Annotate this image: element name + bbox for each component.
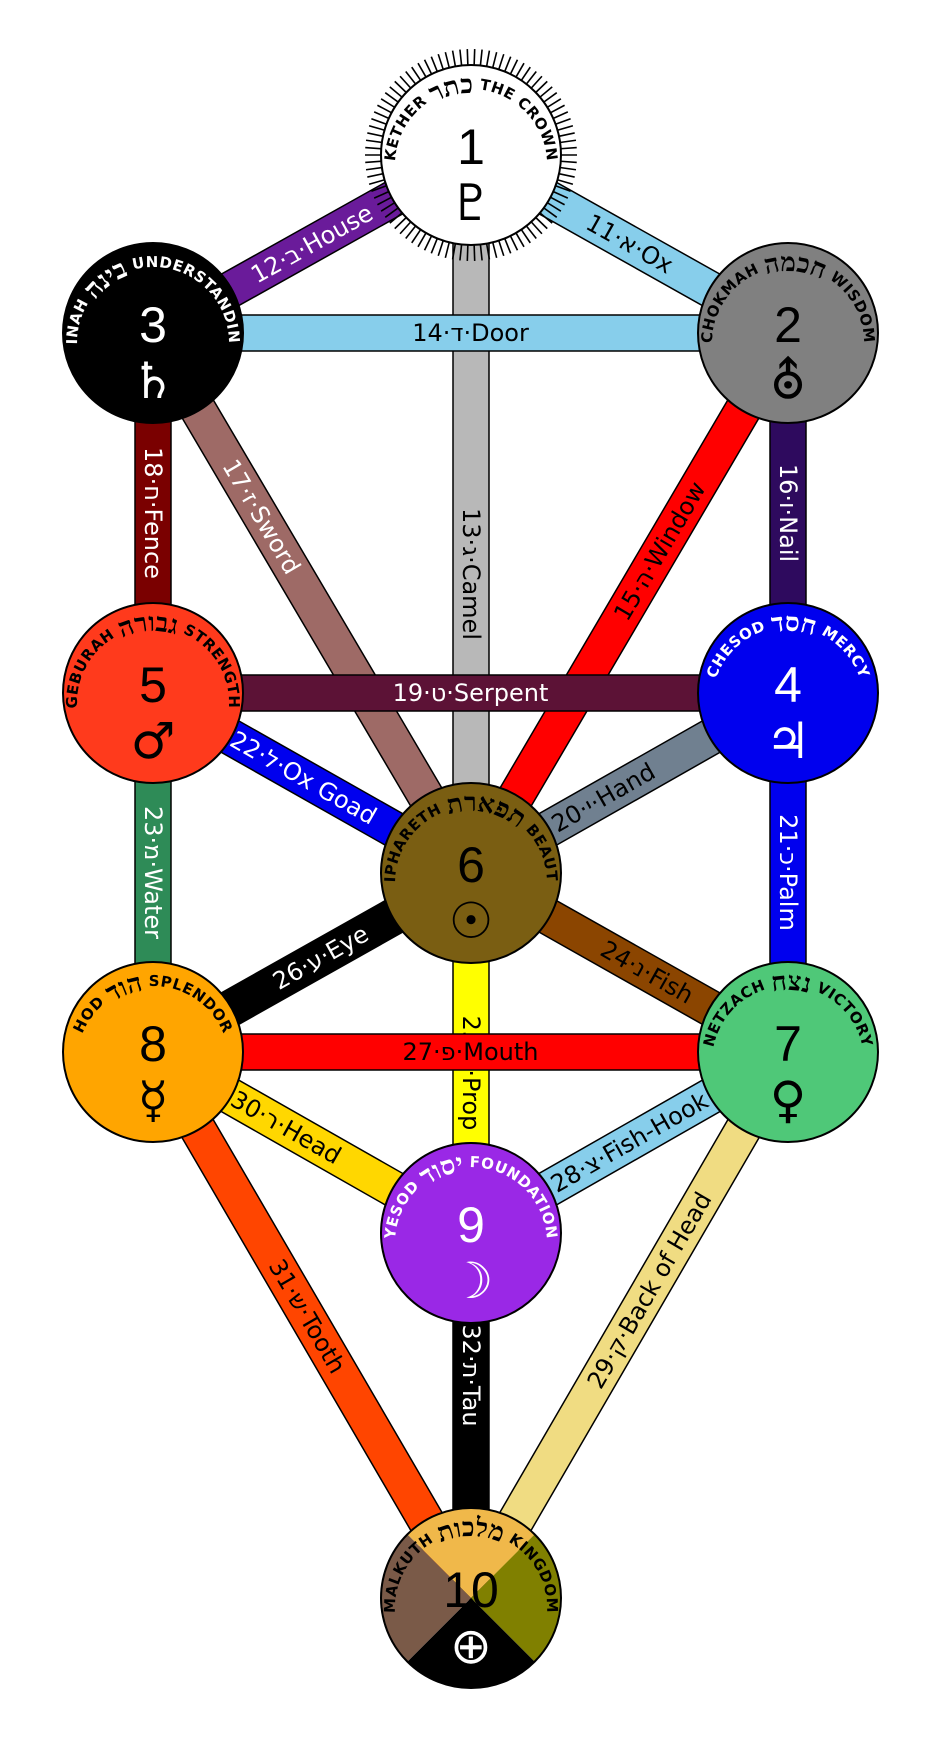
sephirah-name: BINAH [0, 0, 95, 345]
path-label: 32·ת·Tau [457, 1324, 485, 1426]
path-label: 18·ח·Fence [139, 447, 167, 579]
path-band [152, 674, 789, 712]
sephirah-number: 2 [774, 297, 802, 353]
planet-symbol-icon: ⊕ [450, 1617, 492, 1675]
path-27: 27·פ·Mouth [152, 1033, 789, 1071]
crown-rays [365, 49, 577, 261]
sephirah-disc [697, 242, 879, 424]
planet-symbol-icon: ♀ [770, 1071, 807, 1129]
sephirah-number: 8 [139, 1016, 167, 1072]
path-label: 15·ה·Window [608, 477, 711, 626]
sephirah-number: 7 [774, 1016, 802, 1072]
path-label: 31·ש·Tooth [263, 1254, 351, 1378]
sephirah-disc [380, 782, 562, 964]
sephirah-number: 4 [774, 657, 802, 713]
sephirah-disc [62, 242, 244, 424]
path-13: 13·ג·Camel [452, 154, 490, 874]
planet-symbol-icon: ⛢ [770, 352, 807, 410]
sephirah-number: 1 [457, 119, 485, 175]
path-label: 21·כ·Palm [774, 814, 802, 931]
sephirah-disc [380, 64, 562, 246]
sephirah-number: 3 [139, 297, 167, 353]
planet-symbol-icon: ♃ [766, 712, 811, 770]
sephirah-disc [62, 961, 244, 1143]
path-label: 25·ס·Prop [457, 1016, 485, 1131]
planet-symbol-icon: ♇ [449, 174, 494, 232]
sephirah-disc [380, 1142, 562, 1324]
path-label: 30·ר·Head [226, 1085, 346, 1170]
planet-symbol-icon: ♄ [131, 352, 176, 410]
path-label: 27·פ·Mouth [402, 1038, 538, 1066]
sephirah-number: 5 [139, 657, 167, 713]
path-label: 28·צ·Fish-Hook [546, 1087, 713, 1199]
sephirah-disc [62, 602, 244, 784]
path-label: 16·ו·Nail [774, 464, 802, 562]
sephirah-disc [697, 602, 879, 784]
path-19: 19·ט·Serpent [152, 674, 789, 712]
sephirah-3: BINAH בינה UNDERSTANDING3♄ [0, 0, 244, 424]
path-label: 23·מ·Water [139, 806, 167, 939]
planet-symbol-icon: ☉ [449, 892, 494, 950]
planet-symbol-icon: ♂ [131, 712, 176, 770]
planet-symbol-icon: ☽ [449, 1252, 494, 1310]
sephirah-hebrew: מלכות [433, 1513, 509, 1549]
path-label: 17·ז·Sword [217, 454, 306, 579]
path-label: 13·ג·Camel [457, 508, 485, 640]
sephirah-number: 6 [457, 837, 485, 893]
path-label: 14·ד·Door [412, 319, 529, 347]
path-label: 22·ל·Ox Goad [225, 726, 381, 831]
path-label: 29·ק·Back of Head [582, 1187, 718, 1393]
sephirah-hebrew: נצח [770, 967, 815, 1000]
path-label: 20·י·Hand [547, 757, 660, 838]
sephirah-hebrew: חסד [770, 608, 821, 643]
path-band [152, 1033, 789, 1071]
sephirah-number: 9 [457, 1197, 485, 1253]
path-32: 32·ת·Tau [452, 1232, 490, 1599]
sephirah-disc [697, 961, 879, 1143]
path-label: 12·ב·House [246, 199, 377, 289]
path-label: 19·ט·Serpent [393, 679, 549, 707]
path-14: 14·ד·Door [152, 314, 789, 352]
sephirah-number: 10 [443, 1562, 499, 1618]
planet-symbol-icon: ☿ [138, 1071, 169, 1129]
